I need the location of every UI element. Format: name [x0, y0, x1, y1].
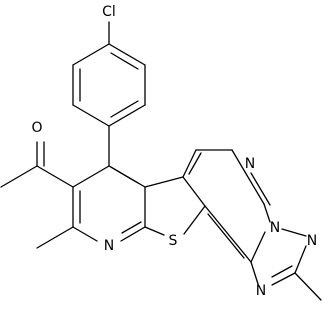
bonds [0, 21, 322, 301]
bond [182, 176, 206, 207]
bond [144, 226, 165, 236]
atom-n-pyrimidine: N [245, 156, 255, 172]
bond [271, 272, 296, 286]
bond [271, 265, 293, 278]
bond [36, 165, 74, 188]
bond [72, 226, 98, 242]
bond [36, 226, 74, 249]
bond [250, 172, 271, 206]
bond [108, 43, 146, 66]
bond [231, 149, 246, 173]
atom-labels: Cl O N S N N N N [31, 4, 317, 299]
bond [207, 213, 245, 259]
atom-chlorine: Cl [102, 4, 116, 20]
bond [182, 149, 197, 178]
bond [121, 221, 142, 234]
bond [110, 100, 139, 118]
bond [144, 176, 184, 188]
atom-n-triazole-bottom: N [256, 283, 266, 299]
bond [110, 52, 139, 70]
bond [0, 165, 38, 188]
bond [244, 171, 265, 205]
atom-n-bridgehead: N [270, 220, 280, 236]
bond [120, 226, 146, 242]
bond [72, 165, 110, 188]
bond [250, 231, 266, 263]
bond [281, 228, 307, 237]
bond [108, 104, 146, 127]
bond [204, 205, 252, 263]
bond [294, 245, 307, 274]
bond [183, 205, 206, 235]
bond [110, 166, 139, 184]
atom-n-pyridine: N [104, 238, 114, 254]
atom-n-triazole-right: N [307, 233, 317, 249]
bond [294, 272, 322, 301]
bond [250, 261, 259, 285]
bond [263, 203, 271, 223]
atom-sulfur: S [169, 233, 178, 249]
bond [188, 152, 202, 175]
bond [72, 104, 110, 127]
bond [72, 43, 110, 66]
atom-oxygen: O [31, 120, 42, 136]
